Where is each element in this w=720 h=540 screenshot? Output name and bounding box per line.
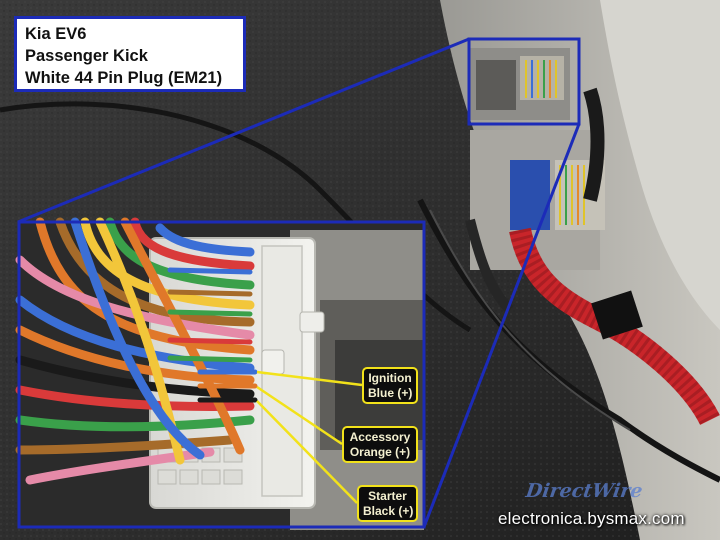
directwire-logo: DirectWire xyxy=(524,480,645,502)
connector-cluster xyxy=(465,48,720,426)
accessory-pointer xyxy=(256,385,343,446)
callout-starter: Starter Black (+) xyxy=(357,485,418,522)
callout-ignition-label: Ignition xyxy=(368,371,412,385)
inset-closeup xyxy=(15,217,426,530)
ignition-pointer xyxy=(256,370,363,387)
title-box: Kia EV6 Passenger Kick White 44 Pin Plug… xyxy=(14,16,246,92)
callout-starter-color: Black (+) xyxy=(363,504,414,518)
callout-ignition: Ignition Blue (+) xyxy=(362,367,418,404)
zoom-frame xyxy=(17,37,581,528)
title-line-vehicle: Kia EV6 xyxy=(25,25,87,43)
callout-accessory-label: Accessory xyxy=(349,430,411,444)
title-line-location: Passenger Kick xyxy=(25,47,148,65)
title-line-plug: White 44 Pin Plug (EM21) xyxy=(25,69,223,87)
site-watermark: electronica.bysmax.com xyxy=(498,509,685,528)
starter-pointer xyxy=(256,400,358,504)
callout-accessory: Accessory Orange (+) xyxy=(342,426,418,463)
callout-ignition-color: Blue (+) xyxy=(368,386,413,400)
callout-starter-label: Starter xyxy=(368,489,407,503)
callout-pointers xyxy=(256,370,363,504)
callout-accessory-color: Orange (+) xyxy=(349,445,411,459)
